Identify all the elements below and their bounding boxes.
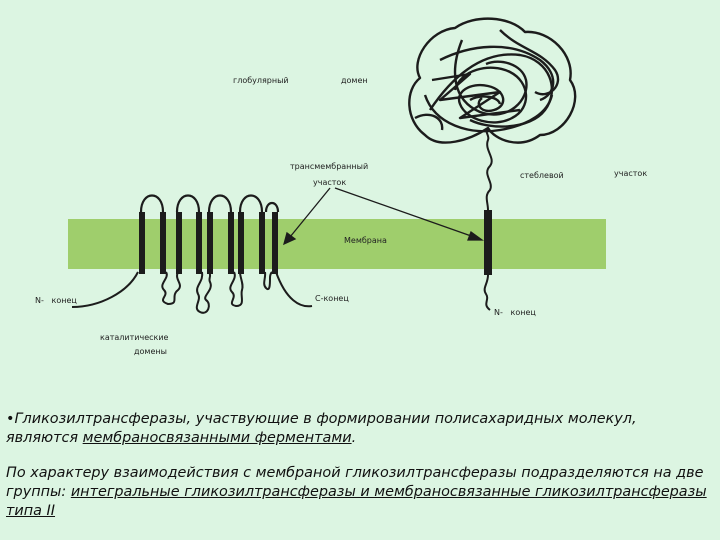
glycosyltransferase-diagram: глобулярный домен трансмембранный участо… — [35, 17, 647, 356]
transmembrane-arrows — [283, 187, 484, 246]
para1-underlined: мембраносвязанными ферментами — [82, 430, 352, 446]
label-globular: глобулярный — [233, 76, 289, 85]
membrane-band — [68, 219, 606, 269]
globular-domain — [408, 17, 577, 144]
right-protein-helix — [484, 210, 492, 275]
label-n-end-right: N- конец — [494, 308, 536, 317]
label-stem: стеблевой — [520, 171, 564, 180]
label-membrane: Мембрана — [344, 236, 387, 245]
para1-end: . — [351, 430, 357, 446]
label-transmembrane-1: трансмембранный — [290, 162, 368, 171]
catalytic-domain-loops — [161, 271, 273, 314]
left-protein-top-loops — [139, 194, 280, 213]
label-catalytic-2: домены — [134, 347, 167, 356]
label-transmembrane-2: участок — [313, 178, 346, 187]
paragraph-membrane-bound: •Гликозилтрансферазы, участвующие в форм… — [6, 410, 711, 448]
left-protein-helices — [139, 212, 278, 274]
right-protein-n-tail — [483, 274, 491, 311]
label-stem-region: участок — [614, 169, 647, 178]
label-domain: домен — [341, 76, 368, 85]
left-protein-n-tail — [71, 271, 139, 308]
bullet: • — [6, 411, 15, 427]
para1-text: Гликозилтрансферазы, участвующие в форми… — [6, 411, 637, 446]
label-catalytic-1: каталитические — [100, 333, 169, 342]
label-c-end: С-конец — [315, 294, 349, 303]
left-protein-c-tail — [275, 271, 313, 308]
paragraph-two-groups: По характеру взаимодействия с мембраной … — [6, 464, 711, 521]
para2-underlined: интегральные гликозилтрансферазы и мембр… — [6, 484, 707, 519]
stem-region — [485, 127, 493, 211]
para2-text: По характеру взаимодействия с мембраной … — [6, 465, 704, 500]
label-n-end-left: N- конец — [35, 296, 77, 305]
